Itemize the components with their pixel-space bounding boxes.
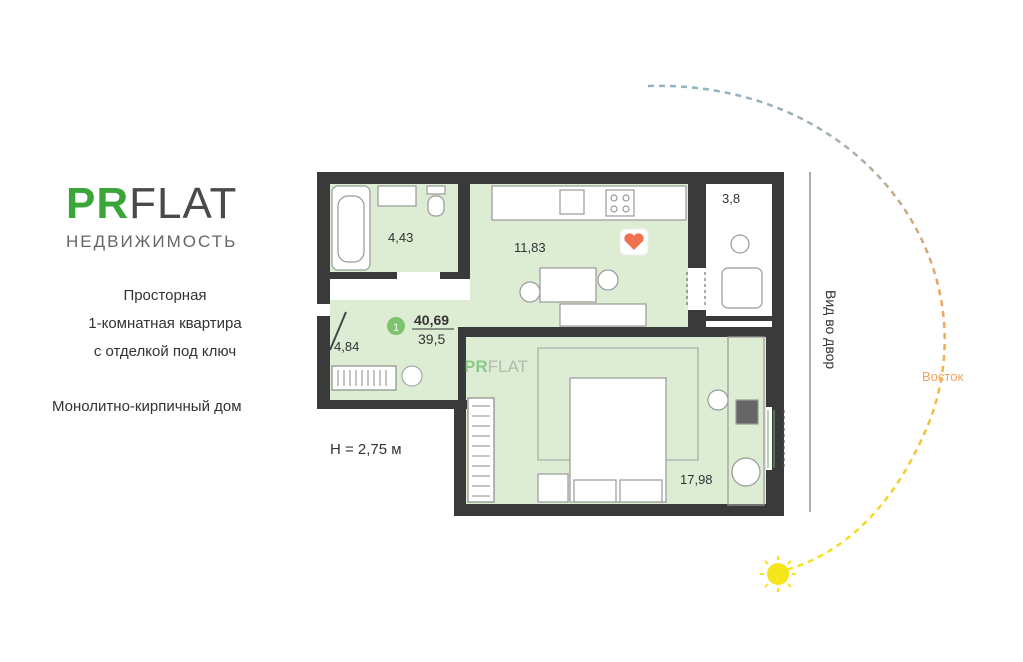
area-badge-number: 1	[393, 322, 399, 334]
kitchen-stove	[605, 189, 635, 217]
area-badge: 1 40,69 39,5	[387, 312, 454, 347]
area-living: 39,5	[418, 331, 445, 347]
walls	[317, 172, 784, 516]
area-total: 40,69	[414, 312, 449, 328]
desk	[727, 336, 765, 506]
description-line-1: Просторная	[123, 287, 207, 304]
nightstand	[537, 473, 569, 503]
logo-wordmark: PRFLAT	[66, 182, 237, 226]
logo-subtitle: НЕДВИЖИМОСТЬ	[66, 232, 238, 251]
watermark-flat: FLAT	[488, 357, 528, 376]
kitchen-area: 11,83	[514, 240, 546, 255]
windows	[686, 272, 785, 468]
balcony-area: 3,8	[722, 191, 740, 206]
sofa	[559, 303, 647, 327]
brand-logo: PRFLAT НЕДВИЖИМОСТЬ	[66, 182, 237, 252]
sink	[377, 185, 417, 207]
bedroom-furniture	[537, 336, 765, 506]
dining-table	[539, 267, 597, 303]
kitchen-counter	[491, 185, 687, 221]
kitchen-sink	[559, 189, 585, 215]
description-line-3: с отделкой под ключ	[93, 343, 237, 360]
direction-label: Восток	[922, 369, 963, 384]
watermark-pr: PR	[464, 357, 488, 376]
sun-icon	[760, 556, 796, 592]
ceiling-height: H = 2,75 м	[330, 441, 402, 458]
hall-area: 4,84	[334, 339, 359, 354]
bedroom-area: 17,98	[680, 472, 713, 487]
logo-flat: FLAT	[129, 179, 238, 228]
entrance-door	[329, 311, 347, 351]
kitchen-fixtures	[491, 185, 687, 327]
description-line-2: 1-комнатная квартира	[88, 315, 242, 332]
bathroom-fixtures	[331, 185, 446, 271]
hall-plant-icon	[401, 365, 423, 387]
plan-watermark: PRFLAT	[464, 357, 528, 376]
apartment-description: Просторная 1-комнатная квартира с отделк…	[60, 282, 270, 366]
building-type: Монолитно-кирпичный дом	[52, 398, 242, 415]
hall-wardrobe	[331, 365, 397, 391]
heart-icon[interactable]	[619, 228, 649, 256]
bedroom-wardrobe	[467, 397, 495, 503]
logo-pr: PR	[66, 179, 130, 228]
balcony-furniture	[721, 234, 763, 309]
bathroom-area: 4,43	[388, 230, 413, 245]
toilet	[427, 195, 445, 217]
view-label: Вид во двор	[823, 290, 839, 369]
room-fills	[330, 176, 780, 504]
